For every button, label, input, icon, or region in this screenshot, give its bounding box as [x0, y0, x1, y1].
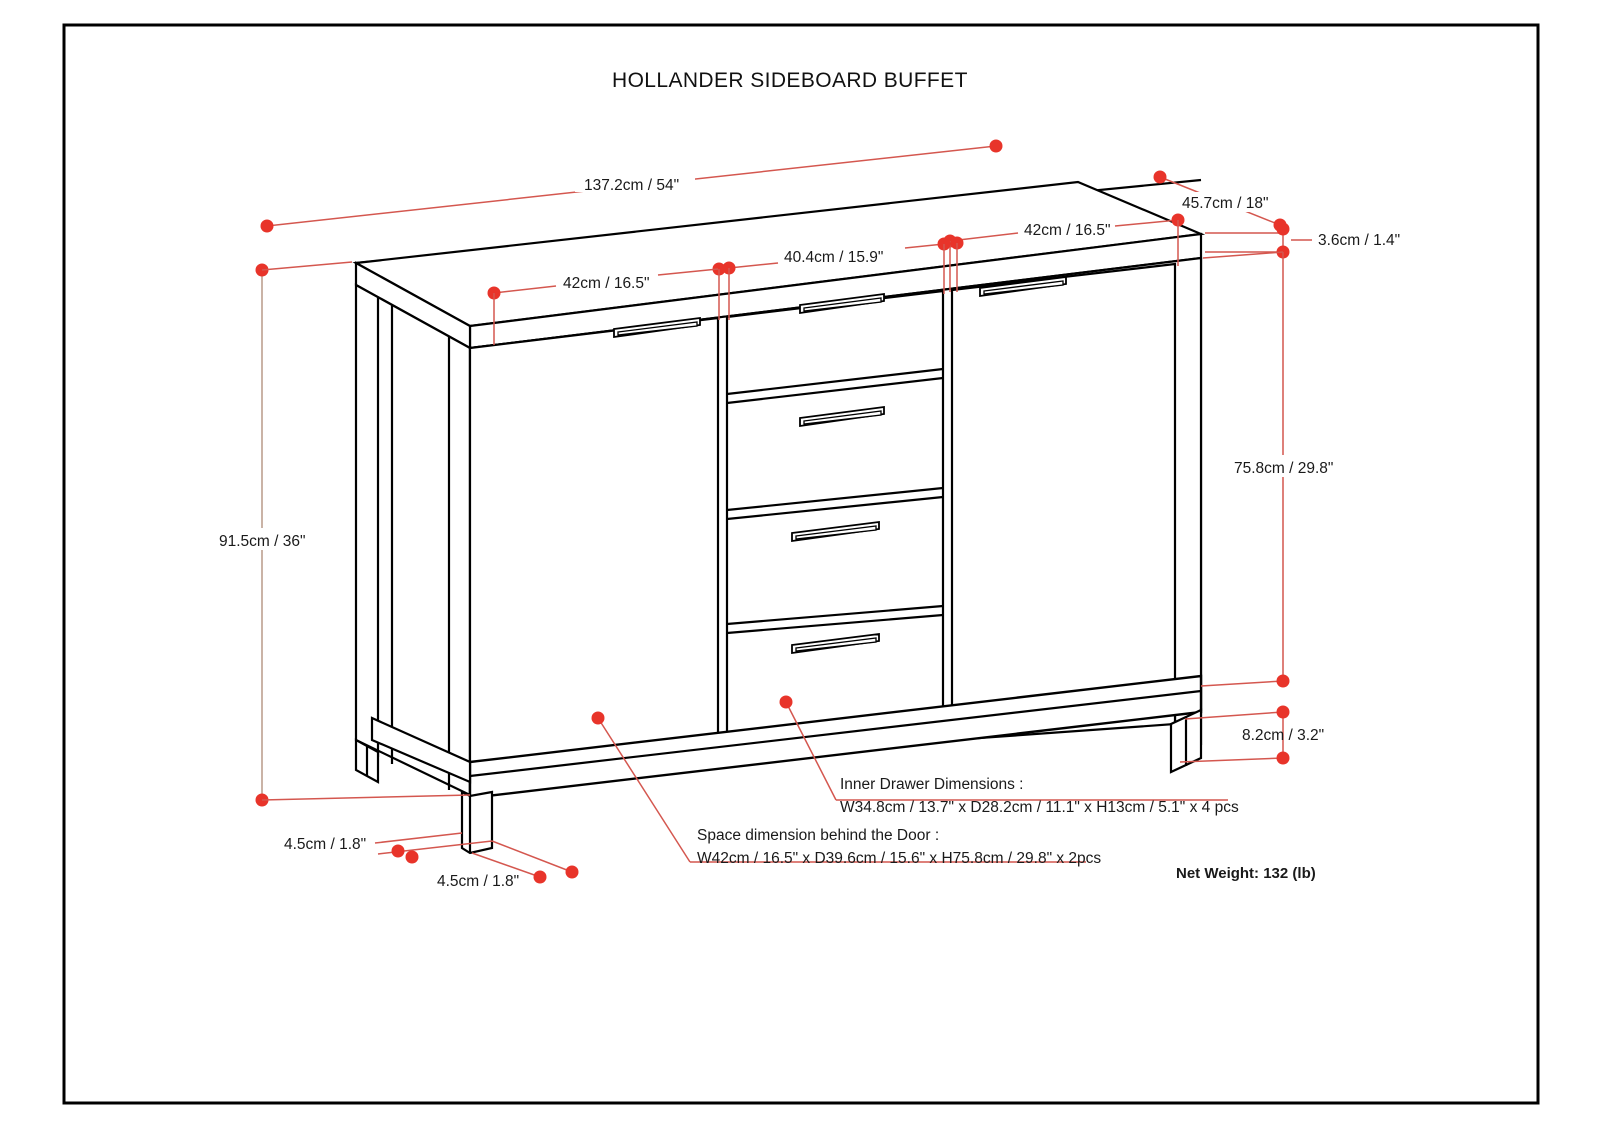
dim-dot [1153, 170, 1167, 184]
dim-dot [591, 711, 605, 725]
note-drawer-leader [785, 701, 837, 801]
drawer-handle-1-icon [799, 292, 885, 315]
dim-drawer-leader-b [904, 243, 945, 249]
drawer-divider-2 [726, 486, 944, 512]
left-door-panel [468, 316, 720, 797]
drawer-handle-2-icon [799, 405, 885, 428]
dim-dot [533, 870, 547, 884]
right-door-panel [950, 262, 1177, 742]
dim-leg-d-leader-a [491, 840, 573, 873]
side-base-rail [370, 716, 472, 784]
furniture-illustration [352, 178, 1206, 855]
dim-label-base-rail-height: 8.2cm / 3.2" [1242, 727, 1324, 744]
dim-label-leg-width: 4.5cm / 1.8" [284, 836, 366, 853]
dim-right-door-leader-b [1114, 219, 1179, 227]
dim-cabinet-ext-top [1202, 251, 1284, 259]
note-inner-drawer-value: W34.8cm / 13.7" x D28.2cm / 11.1" x H13c… [840, 799, 1239, 816]
drawer-column [725, 289, 945, 755]
dim-leg-d-leader-b [471, 852, 541, 878]
drawer-divider-3 [726, 604, 944, 626]
dim-base-rail-ext-top [1184, 711, 1284, 720]
dim-left-door-leader-a [493, 285, 557, 294]
note-door-space-value: W42cm / 16.5" x D39.6cm / 15.6" x H75.8c… [697, 850, 1101, 867]
drawer-divider-1 [726, 367, 944, 396]
dim-label-left-door-width: 42cm / 16.5" [563, 275, 650, 292]
drawer-handle-3-icon [791, 520, 880, 543]
dim-dot [405, 850, 419, 864]
dimension-layer [215, 139, 1350, 884]
dim-label-leg-depth: 4.5cm / 1.8" [437, 873, 519, 890]
drawer-divider-2b [726, 495, 944, 521]
dim-label-drawer-width: 40.4cm / 15.9" [784, 249, 883, 266]
dim-dot [1276, 751, 1290, 765]
dim-label-top-thickness: 3.6cm / 1.4" [1318, 232, 1400, 249]
dim-dot [779, 695, 793, 709]
note-door-space-title: Space dimension behind the Door : [697, 827, 939, 844]
dim-dot [391, 844, 405, 858]
dim-dot [1276, 674, 1290, 688]
right-door-handle-icon [979, 275, 1067, 298]
dim-drawer-leader-a [728, 262, 779, 269]
page-title: HOLLANDER SIDEBOARD BUFFET [612, 69, 968, 92]
note-net-weight: Net Weight: 132 (lb) [1176, 865, 1316, 882]
dim-height-ext-top [261, 261, 353, 271]
dim-label-overall-height: 91.5cm / 36" [219, 533, 306, 550]
dim-dot [989, 139, 1003, 153]
dim-dot [260, 219, 274, 233]
dim-height-ext-bottom [261, 794, 471, 801]
dim-dot [1276, 705, 1290, 719]
notes-layer: Inner Drawer Dimensions : W34.8cm / 13.7… [697, 776, 1316, 882]
dim-base-rail-ext-bottom [1179, 757, 1284, 763]
dim-dot [565, 865, 579, 879]
dim-label-right-door-width: 42cm / 16.5" [1024, 222, 1111, 239]
dim-leg-w-leader-a [374, 832, 463, 844]
base-rail-inner-line [469, 689, 1202, 778]
dim-label-cabinet-height: 75.8cm / 29.8" [1234, 460, 1333, 477]
dim-dot [1276, 222, 1290, 236]
note-door-leader [597, 717, 691, 863]
dim-label-overall-width: 137.2cm / 54" [584, 177, 679, 194]
drawer-handle-4-icon [791, 632, 880, 655]
drawer-divider-1b [726, 376, 944, 405]
sheet-border [62, 23, 1540, 1105]
note-inner-drawer-title: Inner Drawer Dimensions : [840, 776, 1023, 793]
dim-label-overall-depth: 45.7cm / 18" [1182, 195, 1269, 212]
dim-cabinet-ext-bottom [1200, 680, 1284, 687]
drawer-divider-3b [726, 613, 944, 635]
dim-left-door-leader-b [657, 268, 719, 276]
left-door-handle-icon [613, 316, 701, 339]
dimension-text-layer: 137.2cm / 54" 45.7cm / 18" 3.6cm / 1.4" … [219, 177, 1400, 890]
